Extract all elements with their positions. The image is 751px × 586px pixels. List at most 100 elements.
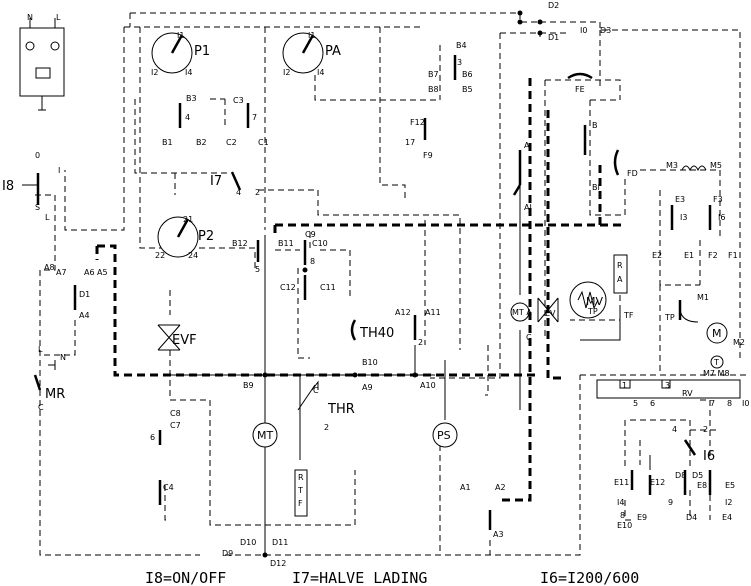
th40-label: TH40: [359, 326, 394, 341]
pa-label: PA: [325, 44, 341, 59]
bi-label: BI: [592, 183, 600, 192]
ra-a: A: [617, 275, 623, 284]
c9-label: C9: [305, 230, 316, 239]
dashed-wiring: [35, 12, 748, 556]
power-plug: N L: [19, 13, 65, 111]
f2-label: F2: [708, 251, 718, 260]
switch-i8: I8 S L: [2, 173, 50, 222]
p2-n22: 22: [155, 251, 165, 260]
rv-n10: I0: [742, 399, 749, 408]
d9-label: D9: [222, 549, 233, 558]
contacts: [33, 55, 712, 530]
n6-a: 6: [150, 433, 155, 442]
thr-label: THR: [327, 402, 355, 417]
c11-label: C11: [320, 283, 336, 292]
a11-label: A11: [425, 308, 441, 317]
c8-label: C8: [170, 409, 181, 418]
c7-label: C7: [170, 421, 181, 430]
e4-label: E4: [722, 513, 732, 522]
n17-label: 17: [405, 138, 415, 147]
d1b-label: D1: [79, 290, 90, 299]
program-switch-pa: PA: [282, 32, 341, 74]
f1-label: F1: [728, 251, 738, 260]
resistor-rtf: R T F: [294, 469, 308, 517]
a1-label: A1: [460, 483, 471, 492]
caption-i7: I7=HALVE LADING: [292, 569, 427, 586]
p2-label: P2: [198, 229, 214, 244]
motor-mv: MV TP: [569, 281, 607, 319]
a4-label: A4: [79, 311, 90, 320]
c12-label: C12: [280, 283, 296, 292]
i8-i: I: [58, 166, 60, 175]
switch-i7: I7: [210, 174, 222, 189]
tf-label: TF: [623, 311, 634, 320]
caption-i8: I8=ON/OFF: [145, 569, 226, 586]
c2-label: C2: [226, 138, 237, 147]
d2-label: D2: [548, 1, 559, 10]
mr-n-label: N: [60, 353, 66, 362]
p1-n12: I2: [151, 68, 158, 77]
i8-label: I8: [2, 179, 14, 194]
i6-n4: 4: [672, 425, 677, 434]
d11-label: D11: [272, 538, 288, 547]
mt-a-label: MT A: [512, 308, 532, 317]
evf-label: EVF: [172, 333, 197, 348]
p1-n11: I1: [177, 31, 184, 40]
rv-n7: 7: [710, 399, 715, 408]
e1-label: E1: [684, 251, 694, 260]
b9-label: B9: [243, 381, 254, 390]
pa-n11: I1: [308, 31, 315, 40]
i8-s-label: S: [35, 203, 40, 212]
heavy-dashed-wiring: [95, 78, 622, 502]
n7-a: 7: [252, 113, 257, 122]
mv-tp-label: TP: [587, 307, 598, 316]
mv-label: MV: [586, 295, 603, 308]
b5-label: B5: [462, 85, 473, 94]
d8-label: D8: [675, 471, 686, 480]
terminal-dots: [262, 10, 543, 558]
tp-switch: TP: [664, 300, 699, 323]
rv-n6: 6: [650, 399, 655, 408]
fd-label: FD: [627, 169, 638, 178]
motor-mt-a: MT A: [510, 302, 532, 322]
pa-n14: I4: [317, 68, 324, 77]
a7-label: A7: [56, 268, 67, 277]
n13-label: I3: [680, 213, 687, 222]
plug-n-label: N: [27, 13, 33, 22]
n8-b: 8: [620, 511, 625, 520]
f3-label: F3: [713, 195, 723, 204]
solid-wiring: [165, 150, 670, 555]
i7-n4: 4: [236, 188, 241, 197]
d4-label: D4: [686, 513, 697, 522]
caption-i6: I6=I200/600: [540, 569, 639, 586]
mr-label: MR: [45, 387, 65, 402]
n8-a: 8: [310, 257, 315, 266]
rtf-t: T: [297, 486, 303, 495]
n4-a: 4: [185, 113, 190, 122]
b1-label: B1: [162, 138, 173, 147]
d3-label: D3: [600, 26, 611, 35]
b12-label: B12: [232, 239, 248, 248]
valve-ev: EV: [537, 297, 559, 323]
rv-n8: 8: [727, 399, 732, 408]
tp-label: TP: [664, 313, 675, 322]
e9-label: E9: [637, 513, 647, 522]
timer-rv: RV: [596, 379, 741, 399]
a3-label: A3: [493, 530, 504, 539]
fe-label: FE: [575, 85, 585, 94]
t-label: T: [713, 358, 719, 367]
a8-label: A8: [44, 263, 55, 272]
c3-label: C3: [233, 96, 244, 105]
n2-a: 2: [418, 338, 423, 347]
i7-n2: 2: [255, 188, 260, 197]
a12-label: A12: [395, 308, 411, 317]
e12-label: E12: [650, 478, 665, 487]
n16-label: I6: [718, 213, 725, 222]
rtf-r: R: [298, 473, 304, 482]
i7-label: I7: [210, 174, 222, 189]
captions: I8=ON/OFF I7=HALVE LADING I6=I200/600: [145, 569, 639, 586]
mt-label: MT: [257, 429, 273, 442]
e3-label: E3: [675, 195, 685, 204]
thr-c-label: C: [313, 386, 319, 395]
